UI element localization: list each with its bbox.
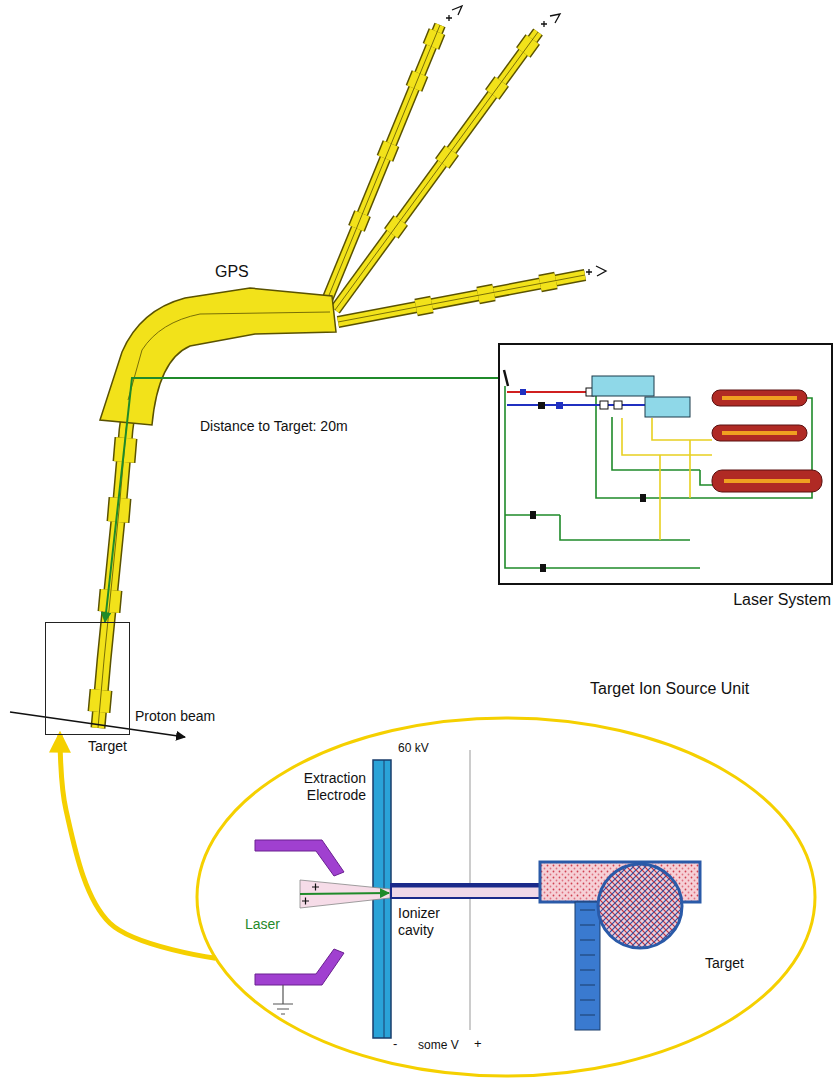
pump-laser-core <box>722 396 797 400</box>
optic-element <box>538 402 545 409</box>
target-frame: Target <box>45 622 130 735</box>
optic-element <box>530 511 536 519</box>
pump-laser-core <box>724 479 810 483</box>
laser-schematic <box>504 370 822 572</box>
ion-beam-envelope <box>300 880 390 908</box>
ground-electrode <box>255 949 344 985</box>
beamline-outline <box>98 385 132 728</box>
node-heading: Target Ion Source Unit <box>590 680 749 698</box>
dye-laser <box>592 376 654 396</box>
optic-element <box>640 494 646 502</box>
pump-laser <box>712 390 807 406</box>
optic-element <box>600 401 608 409</box>
target-material <box>598 864 682 948</box>
red-beam-path <box>507 391 592 393</box>
laser-beam <box>300 893 389 894</box>
ion-source-illustration <box>255 750 700 1038</box>
zoom-arrow <box>60 735 216 958</box>
part-label: Ionizer cavity <box>398 905 460 939</box>
laser-label: Laser <box>245 916 280 933</box>
ionizer-tube <box>391 884 541 898</box>
yellow-beam-path <box>622 418 712 540</box>
part-label: Extraction Electrode <box>278 770 366 804</box>
magnet-detail <box>128 312 330 400</box>
beam-element <box>357 32 556 308</box>
polarity-sign: + <box>474 1036 482 1052</box>
optic-element <box>556 402 563 409</box>
system-name: GPS <box>215 262 249 281</box>
optic-element <box>520 389 526 395</box>
pump-laser-core <box>722 431 797 435</box>
beam-element <box>357 32 556 308</box>
beamline-axis <box>98 25 585 728</box>
dye-laser <box>645 397 690 417</box>
blue-beam-path <box>507 404 645 406</box>
optic-element <box>614 401 622 409</box>
mirror <box>504 370 508 386</box>
part-label: Target <box>705 955 744 972</box>
beam-exit-symbols <box>446 6 606 276</box>
distance-note: Distance to Target: 20m <box>200 418 348 435</box>
node-heading: Target <box>88 738 127 754</box>
laser-system-box: Laser System <box>498 343 833 585</box>
ground-symbol <box>273 985 293 1014</box>
pump-laser <box>712 470 822 492</box>
laser-beam-path <box>105 378 498 622</box>
beam-label: Proton beam <box>135 708 215 725</box>
ground-electrode <box>255 840 344 876</box>
optic-element <box>540 564 546 572</box>
beamline <box>98 25 585 728</box>
separator-magnet <box>100 288 336 425</box>
exit-arrow <box>452 6 606 276</box>
voltage-label: 60 kV <box>398 741 429 755</box>
beamline-body <box>98 385 132 728</box>
voltage-label: some V <box>418 1038 459 1052</box>
target-support <box>575 902 600 1030</box>
support-detail <box>580 910 595 1015</box>
ellipse-outline <box>195 716 817 1078</box>
beamline-elements <box>98 25 585 728</box>
ion-source-ellipse: Target Ion Source Unit <box>195 716 817 1078</box>
ellipse-outline <box>197 718 815 1076</box>
pump-laser <box>712 425 807 441</box>
node-heading: Laser System <box>733 591 831 609</box>
polarity-sign: - <box>393 1036 397 1052</box>
ion-symbol <box>446 15 592 275</box>
ionizer-tube-wall <box>391 885 541 888</box>
